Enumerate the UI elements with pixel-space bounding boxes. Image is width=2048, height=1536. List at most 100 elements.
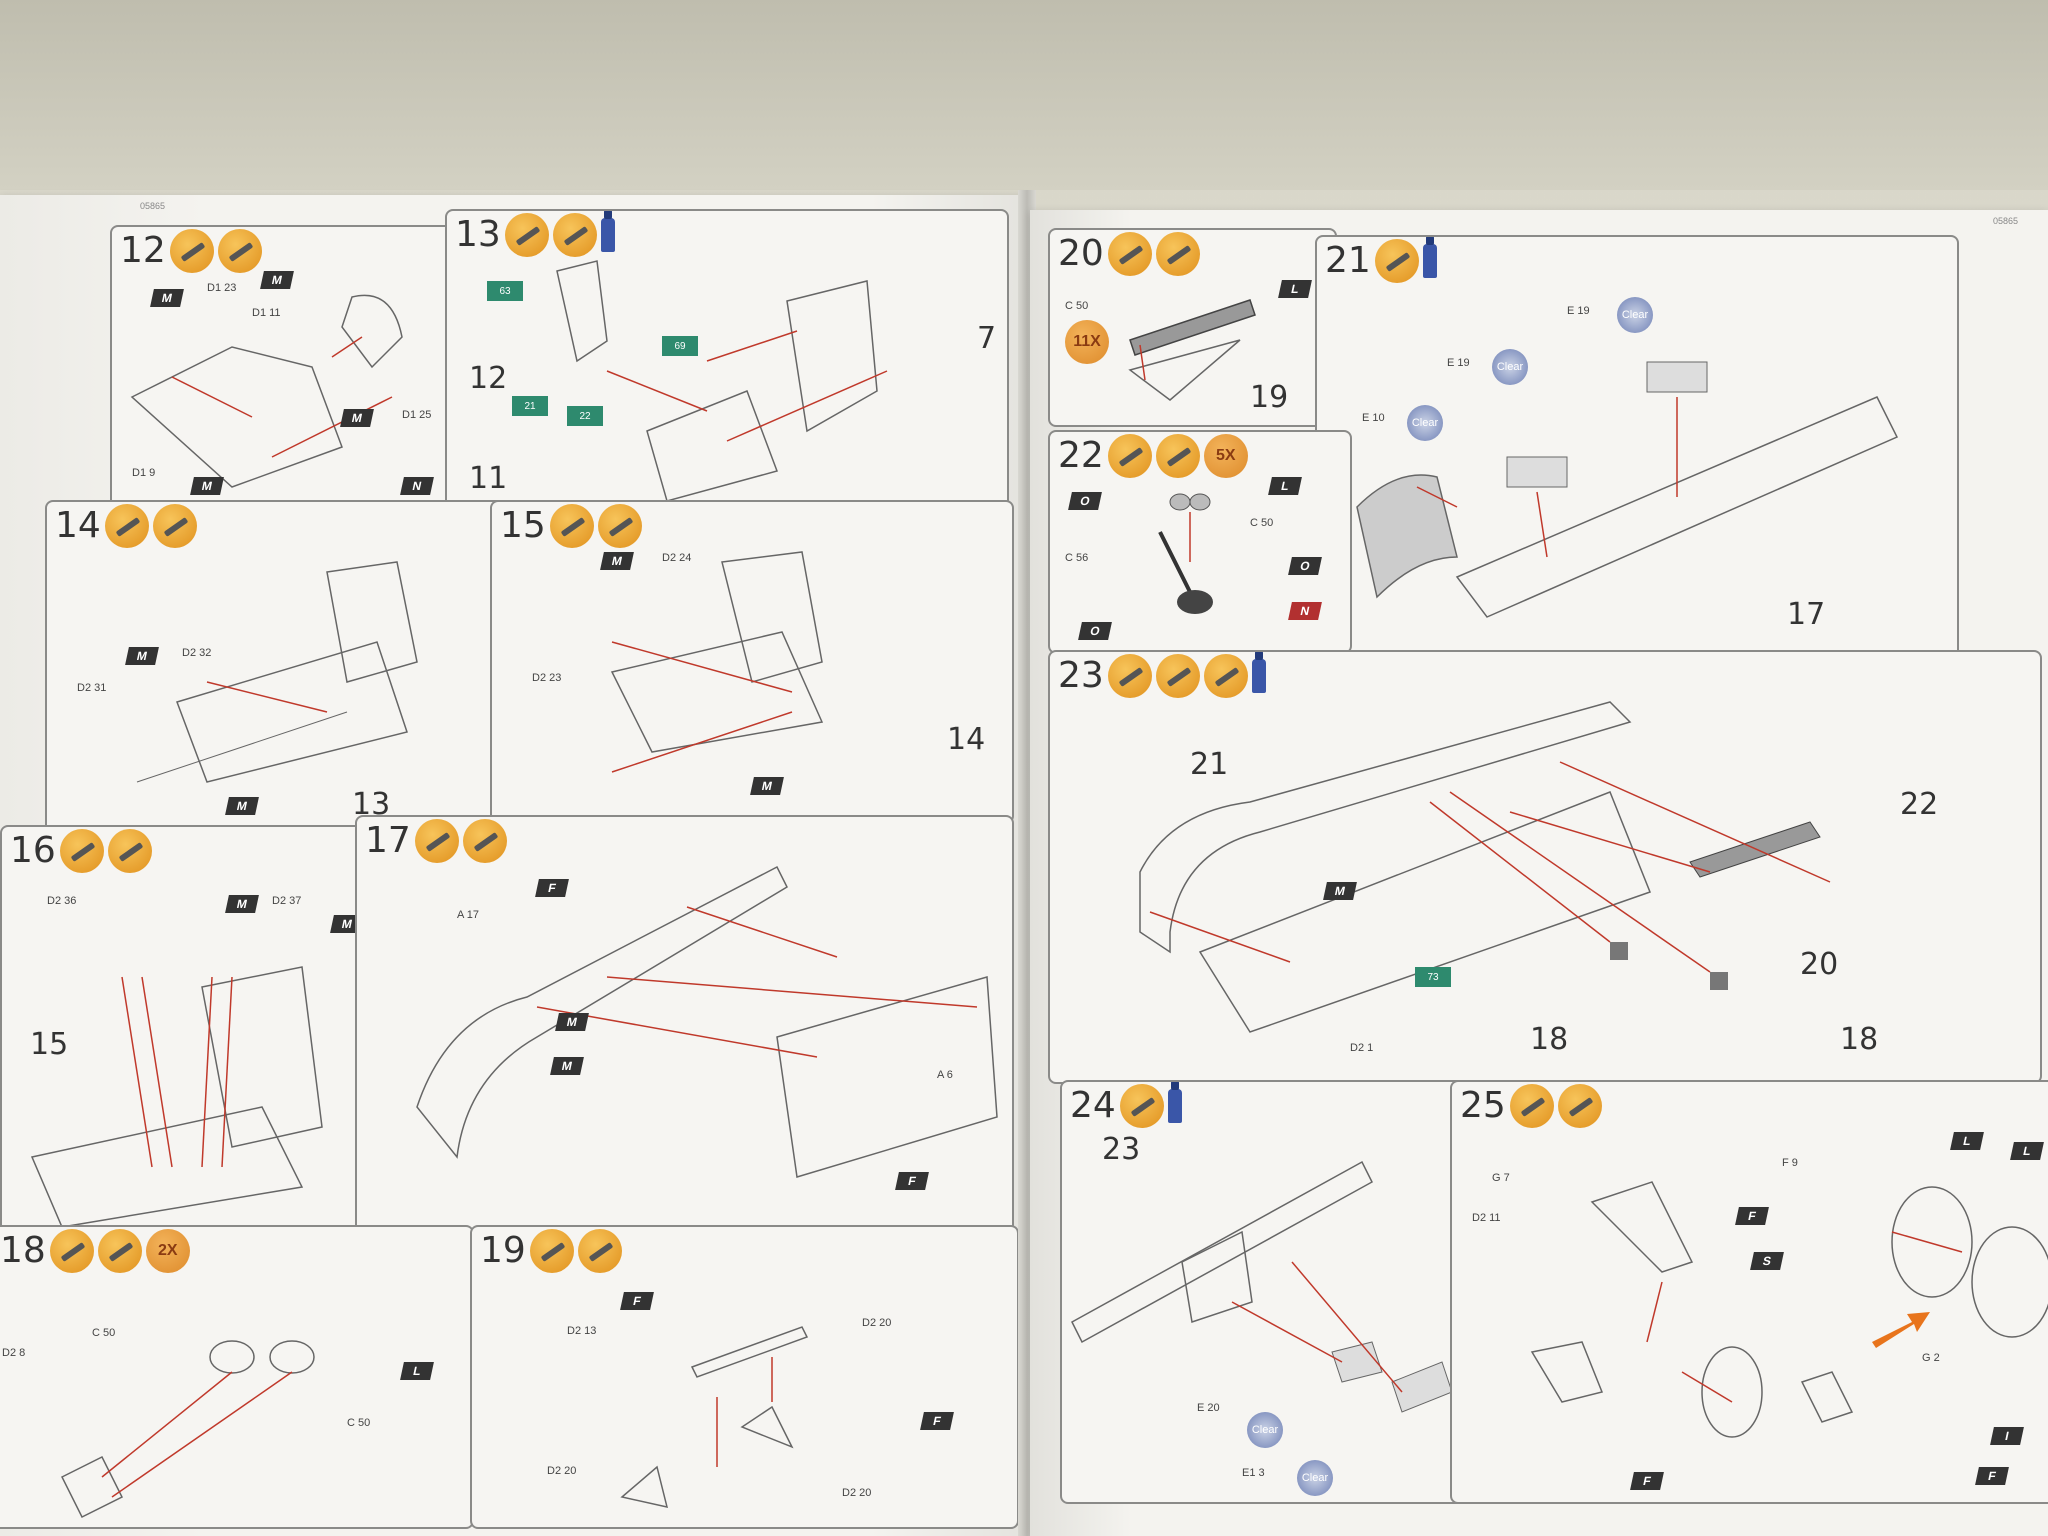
step-16-panel: 16 M M D2 36 D2 37 15	[0, 825, 399, 1239]
step-25-drawing	[1530, 1181, 2048, 1438]
glue-icon	[1119, 1084, 1164, 1128]
part-ref: C 50	[347, 1417, 371, 1429]
desk-background	[0, 0, 2048, 190]
callout-number: 15	[30, 1027, 69, 1062]
part-ref: D1 23	[207, 282, 237, 294]
step-number: 13	[455, 214, 501, 255]
part-ref: D1 11	[252, 307, 281, 319]
paint-bottle-icon	[1251, 652, 1266, 693]
part-ref: D2 11	[1472, 1212, 1501, 1224]
material-tag: M	[260, 271, 294, 289]
material-tag: M	[225, 895, 259, 913]
glue-icon	[59, 829, 104, 873]
instruction-booklet: 05865 12 M M M M N D1 23 D1 11 D1 25	[0, 175, 2048, 1536]
step-number: 16	[10, 830, 56, 871]
glue-icon	[1107, 654, 1152, 698]
material-tag: L	[2010, 1142, 2044, 1160]
paint-brush-icon	[97, 1229, 142, 1273]
callout-number: 19	[1250, 380, 1289, 415]
paint-brush-icon	[577, 1229, 622, 1273]
paint-brush-icon	[107, 829, 152, 873]
part-ref: D2 1	[1350, 1042, 1374, 1054]
step-24-panel: 24 23 E 20 Clear E1 3 Clear	[1060, 1080, 1474, 1504]
step-19-panel: 19 F F D2 13 D2 20 D2 20 D2 20	[470, 1225, 1019, 1529]
glue-icon	[1509, 1084, 1554, 1128]
part-ref: G 7	[1492, 1172, 1510, 1184]
step-13-panel: 13 63 69 21 22 12 11 7	[445, 209, 1009, 519]
glue-icon	[49, 1229, 94, 1273]
glue-icon	[1374, 239, 1419, 283]
material-tag: F	[620, 1292, 654, 1310]
material-tag: M	[125, 647, 159, 665]
callout-number: 12	[469, 361, 508, 396]
step-22-panel: 22 5X O L O O N C 50 C 56	[1048, 430, 1352, 654]
paint-brush-icon	[217, 229, 262, 273]
glue-icon	[414, 819, 459, 863]
callout-number: 23	[1102, 1132, 1141, 1167]
glue-icon	[169, 229, 214, 273]
quantity-badge: 11X	[1065, 320, 1109, 364]
clear-part-icon: Clear	[1297, 1460, 1333, 1496]
paint-bottle-icon	[1167, 1082, 1182, 1123]
step-23-panel: 23 M 73 D2 1 21 22	[1048, 650, 2042, 1084]
part-ref: D2 31	[77, 682, 107, 694]
step-number: 18	[0, 1230, 46, 1271]
paint-bottle-icon	[600, 211, 615, 252]
paint-brush-icon	[1155, 654, 1200, 698]
glue-icon	[529, 1229, 574, 1273]
glue-icon	[1107, 434, 1152, 478]
callout-number: 20	[1800, 947, 1839, 982]
part-ref: D2 8	[2, 1347, 26, 1359]
step-20-panel: 20 11X L C 50 19	[1048, 228, 1337, 427]
step-22-drawing	[1158, 493, 1213, 614]
material-tag: F	[535, 879, 569, 897]
material-tag: L	[1268, 477, 1302, 495]
part-ref: D2 20	[547, 1465, 577, 1477]
left-page-code: 05865	[140, 201, 166, 211]
step-18-panel: 18 2X L D2 8 C 50 C 50	[0, 1225, 474, 1529]
step-16-drawing	[30, 966, 323, 1228]
material-tag: F	[1735, 1207, 1769, 1225]
part-ref: C 50	[92, 1327, 116, 1339]
part-ref: E 19	[1447, 357, 1470, 369]
paint-brush-icon	[597, 504, 642, 548]
material-tag: M	[550, 1057, 584, 1075]
callout-number: 17	[1787, 597, 1826, 632]
step-13-drawing	[556, 260, 888, 502]
step-number: 19	[480, 1230, 526, 1271]
step-number: 21	[1325, 240, 1371, 281]
paint-brush-icon	[1557, 1084, 1602, 1128]
part-ref: D2 13	[567, 1325, 597, 1337]
step-12-panel: 12 M M M M N D1 23 D1 11 D1 25 D1 9	[110, 225, 474, 519]
step-17-panel: 17 F M M F A 17 A 6	[355, 815, 1014, 1234]
material-tag: M	[340, 409, 374, 427]
material-tag: F	[1630, 1472, 1664, 1490]
part-ref: D1 25	[402, 409, 432, 421]
material-tag: S	[1750, 1252, 1784, 1270]
step-18-drawing	[60, 1340, 315, 1519]
callout-number: 18	[1530, 1022, 1569, 1057]
glue-icon	[504, 213, 549, 257]
step-number: 24	[1070, 1085, 1116, 1126]
callout-number: 7	[977, 321, 997, 356]
glue-icon	[1107, 232, 1152, 276]
callout-number: 21	[1190, 747, 1229, 782]
part-ref: C 50	[1250, 517, 1274, 529]
part-ref: G 2	[1922, 1352, 1940, 1364]
clear-part-icon: Clear	[1407, 405, 1443, 441]
callout-number: 22	[1900, 787, 1939, 822]
paint-brush-icon	[552, 213, 597, 257]
part-ref: D2 24	[662, 552, 692, 564]
material-tag: M	[750, 777, 784, 795]
material-tag: F	[920, 1412, 954, 1430]
material-tag: L	[1278, 280, 1312, 298]
material-tag: M	[150, 289, 184, 307]
part-ref: D2 36	[47, 895, 77, 907]
left-page: 05865 12 M M M M N D1 23 D1 11 D1 25	[0, 195, 1025, 1536]
part-ref: E 20	[1197, 1402, 1220, 1414]
paint-brush-icon	[1155, 232, 1200, 276]
paint-brush-icon	[462, 819, 507, 863]
clear-part-icon: Clear	[1617, 297, 1653, 333]
material-tag: I	[1990, 1427, 2024, 1445]
material-tag: M	[555, 1013, 589, 1031]
